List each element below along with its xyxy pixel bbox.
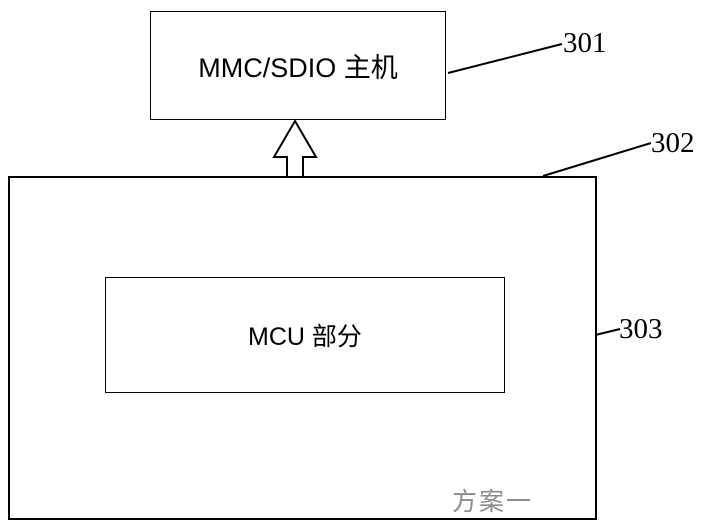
ref-301: 301 [563,27,607,59]
leader-line-301 [447,43,563,74]
mcu-box: MCU 部分 [105,277,505,393]
host-box: MMC/SDIO 主机 [150,11,446,120]
ref-303: 303 [619,313,663,345]
ref-302: 302 [651,127,695,159]
mcu-box-label: MCU 部分 [248,323,362,351]
host-box-label: MMC/SDIO 主机 [198,53,398,83]
leader-line-302 [542,142,652,177]
scheme-label: 方案一 [452,488,534,516]
